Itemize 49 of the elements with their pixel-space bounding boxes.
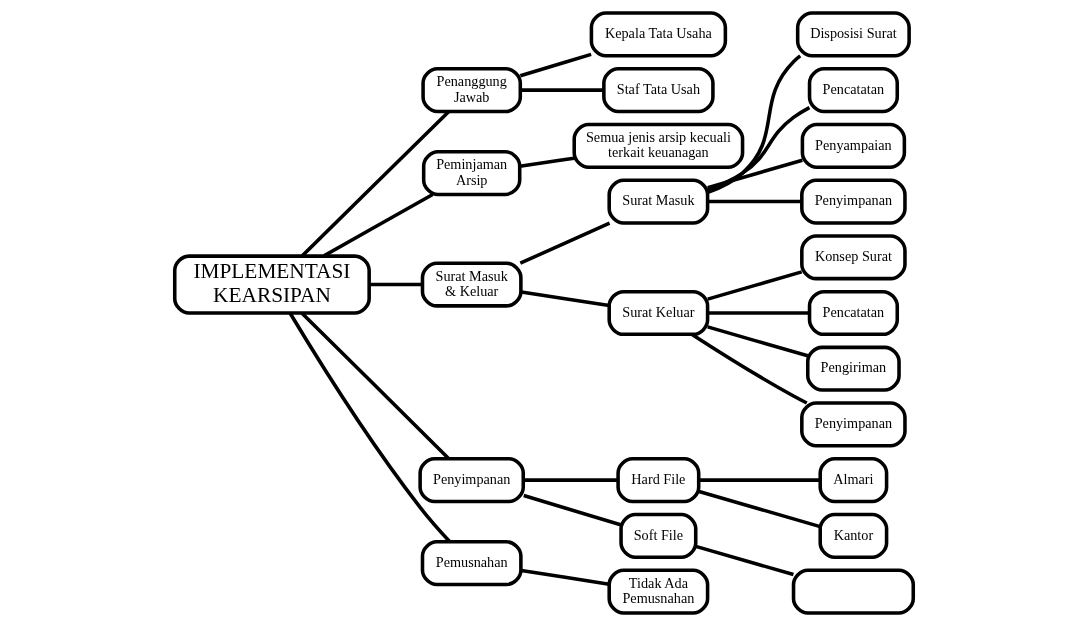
node-box: Soft File (618, 512, 697, 559)
connector (707, 311, 809, 315)
connector (300, 110, 450, 258)
node-box: Surat Keluar (606, 289, 709, 337)
connector (519, 221, 610, 265)
connector (523, 478, 618, 482)
node-box: Surat Masuk & Keluar (420, 261, 523, 308)
node-box: Penanggung Jawab (420, 67, 522, 114)
node-box: Penyimpanan (799, 178, 907, 225)
connector (288, 312, 451, 543)
node-box: Pengiriman (805, 345, 901, 392)
connector (706, 270, 802, 301)
node-box: Kantor (817, 512, 888, 559)
connector (322, 192, 433, 258)
node-box: Pencatatan (807, 67, 899, 114)
connector (519, 88, 604, 92)
node-box: Staf Tata Usah (601, 67, 715, 114)
node-box (791, 568, 915, 615)
node-box: Penyampaian (800, 122, 906, 169)
node-box: Disposisi Surat (795, 11, 911, 58)
connector (707, 199, 802, 204)
node-box: Kepala Tata Usaha (589, 11, 727, 58)
node-box: Pemusnahan (420, 540, 523, 587)
node-box: Konsep Surat (799, 234, 907, 281)
connector (706, 54, 801, 194)
node-box: Semua jenis arsip kecuali terkait keuanagan (571, 122, 744, 169)
connector (690, 332, 808, 405)
connector (520, 290, 609, 308)
connector (520, 568, 609, 586)
connector (694, 544, 794, 577)
connector (698, 489, 821, 529)
connector (706, 325, 808, 358)
node-box: Penyimpanan (417, 457, 525, 504)
connector (522, 493, 621, 527)
node-box: IMPLEMENTASI KEARSIPAN (172, 254, 371, 315)
node-box: Penyimpanan (799, 401, 907, 448)
connector (300, 312, 450, 460)
node-box: Tidak Ada Pemusnahan (606, 568, 709, 615)
connector (706, 106, 810, 192)
node-box: Hard File (615, 457, 700, 504)
node-box: Surat Masuk (606, 178, 709, 225)
connector (698, 478, 820, 482)
connector (519, 52, 592, 78)
node-box: Peminjaman Arsip (421, 150, 521, 197)
node-box: Pencatatan (807, 289, 899, 337)
node-box: Almari (817, 457, 888, 504)
connector (519, 156, 574, 168)
connector (706, 158, 803, 190)
connector (369, 282, 422, 287)
